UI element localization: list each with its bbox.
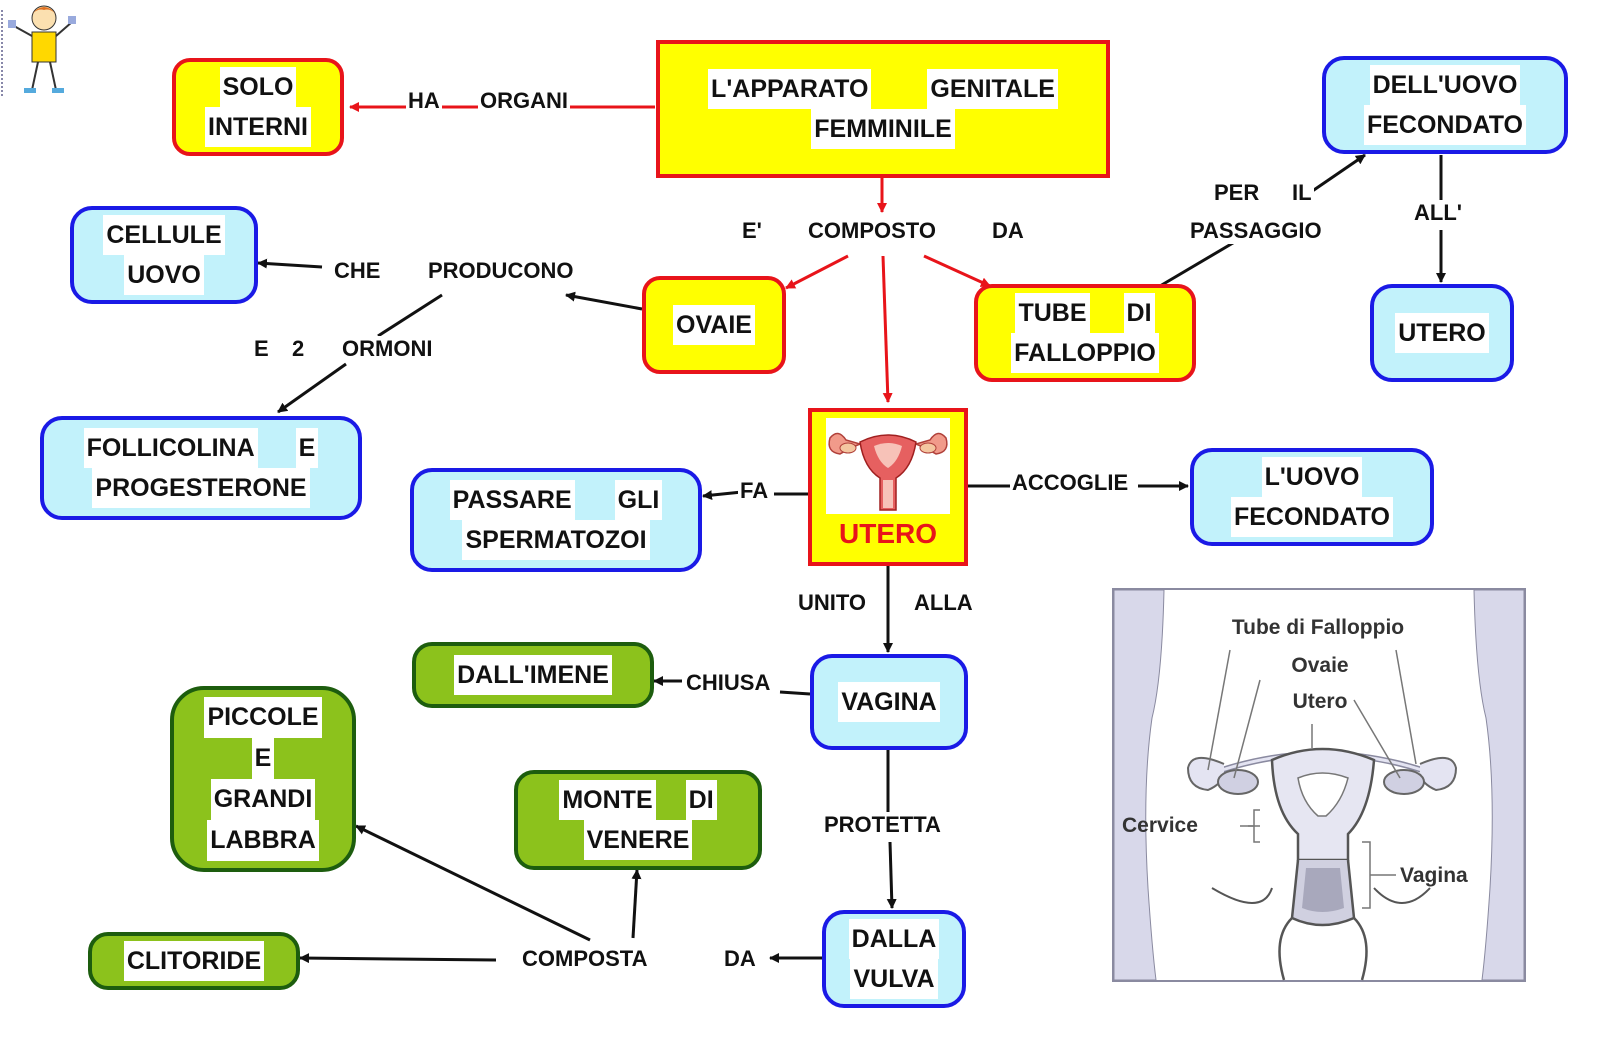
link-e-apos: E' — [740, 218, 764, 244]
figure-label-vagina: Vagina — [1400, 864, 1468, 887]
node-apparato-genitale: L'APPARATO GENITALE FEMMINILE — [656, 40, 1110, 178]
link-per: PER — [1212, 180, 1262, 206]
imene-label: DALL'IMENE — [454, 655, 612, 695]
node-ovaie: OVAIE — [642, 276, 786, 374]
link-da-top: DA — [990, 218, 1026, 244]
link-passaggio: PASSAGGIO — [1188, 218, 1324, 244]
tube-word-1: TUBE — [1015, 293, 1090, 333]
link-chiusa: CHIUSA — [684, 670, 773, 696]
vagina-label: VAGINA — [838, 682, 940, 722]
link-accoglie: ACCOGLIE — [1010, 470, 1131, 496]
labbra-word-1: PICCOLE — [204, 697, 322, 738]
node-solo-interni: SOLO INTERNI — [172, 58, 344, 156]
clitoride-label: CLITORIDE — [123, 941, 265, 981]
edge-composta-monte — [631, 869, 642, 939]
node-piccole-grandi-labbra: PICCOLE E GRANDI LABBRA — [170, 686, 356, 872]
uterus-illustration-icon — [826, 418, 950, 514]
node-vagina: VAGINA — [810, 654, 968, 750]
ovaie-label: OVAIE — [673, 305, 755, 345]
figure-label-ovaie: Ovaie — [1291, 654, 1348, 677]
link-2: 2 — [290, 336, 307, 362]
vulva-word-2: VULVA — [850, 959, 938, 999]
luovo-word-1: L'UOVO — [1261, 457, 1363, 497]
edge-vagina-chiusa — [779, 690, 811, 696]
link-il: IL — [1290, 180, 1314, 206]
node-monte-di-venere: MONTE DI VENERE — [514, 770, 762, 870]
utero-center-label: UTERO — [839, 518, 937, 549]
labbra-word-2: E — [251, 738, 275, 779]
tube-word-2: DI — [1123, 293, 1155, 333]
figure-label-utero: Utero — [1293, 690, 1348, 713]
node-cellule-uovo: CELLULE UOVO — [70, 206, 258, 304]
monte-word-2: DI — [685, 780, 717, 820]
passare-word-3: SPERMATOZOI — [462, 520, 650, 560]
edge-composto-tube — [923, 254, 991, 288]
node-dall-imene: DALL'IMENE — [412, 642, 654, 708]
edge-producono-ormoni — [377, 293, 443, 338]
follicolina-word-1: FOLLICOLINA — [83, 428, 258, 468]
edge-fa-passare — [702, 490, 743, 501]
edge-composto-utero — [881, 255, 893, 403]
node-dalla-vulva: DALLA VULVA — [822, 910, 966, 1008]
link-ormoni: ORMONI — [340, 336, 435, 362]
node-follicolina-progesterone: FOLLICOLINA E PROGESTERONE — [40, 416, 362, 520]
cellule-word-2: UOVO — [124, 255, 204, 295]
node-clitoride: CLITORIDE — [88, 932, 300, 990]
link-unito: UNITO — [796, 590, 869, 616]
node-dell-uovo-fecondato: DELL'UOVO FECONDATO — [1322, 56, 1568, 154]
edge-ormoni-follicolina — [277, 362, 347, 414]
edge-composto-ovaie — [785, 254, 849, 290]
node-utero-center: UTERO — [808, 408, 968, 566]
link-producono: PRODUCONO — [426, 258, 576, 284]
node-passare-spermatozoi: PASSARE GLI SPERMATOZOI — [410, 468, 702, 572]
link-da-bottom: DA — [722, 946, 758, 972]
solo-word-2: INTERNI — [205, 107, 311, 147]
node-luovo-fecondato: L'UOVO FECONDATO — [1190, 448, 1434, 546]
link-composto: COMPOSTO — [806, 218, 938, 244]
link-e: E — [252, 336, 271, 362]
node-utero-top: UTERO — [1370, 284, 1514, 382]
main-word-3: FEMMINILE — [811, 109, 955, 149]
delluovo-word-2: FECONDATO — [1363, 105, 1527, 145]
link-all: ALL' — [1412, 200, 1464, 226]
follicolina-word-3: PROGESTERONE — [92, 468, 310, 508]
solo-word-1: SOLO — [219, 67, 297, 107]
passare-word-2: GLI — [614, 480, 663, 520]
luovo-word-2: FECONDATO — [1230, 497, 1394, 537]
monte-word-1: MONTE — [559, 780, 656, 820]
cellule-word-1: CELLULE — [103, 215, 225, 255]
edge-per-dell-uovo — [1307, 153, 1366, 196]
link-ha: HA — [406, 88, 442, 114]
figure-label-tube: Tube di Falloppio — [1232, 616, 1404, 639]
link-che: CHE — [332, 258, 383, 284]
edge-che-cellule — [257, 258, 323, 269]
vulva-word-1: DALLA — [848, 919, 940, 959]
labbra-word-3: GRANDI — [210, 779, 316, 820]
delluovo-word-1: DELL'UOVO — [1369, 65, 1521, 105]
edge-protetta-vulva — [886, 841, 897, 909]
follicolina-word-2: E — [295, 428, 319, 468]
main-word-2: GENITALE — [927, 69, 1058, 109]
edge-composta-labbra — [355, 824, 591, 942]
mascot-logo-icon — [1, 5, 76, 96]
link-organi: ORGANI — [478, 88, 570, 114]
monte-word-3: VENERE — [583, 820, 693, 860]
link-fa: FA — [738, 478, 771, 504]
uterus-anatomy-figure: Tube di Falloppio Ovaie Utero Cervice Va… — [1112, 588, 1526, 982]
figure-label-cervice: Cervice — [1122, 814, 1198, 837]
node-tube-di-falloppio: TUBE DI FALLOPPIO — [974, 284, 1196, 382]
link-protetta: PROTETTA — [822, 812, 943, 838]
edge-ovaie-producono — [565, 291, 643, 311]
link-composta: COMPOSTA — [520, 946, 650, 972]
edge-tube-passaggio — [1159, 238, 1239, 288]
edge-composta-clitoride — [299, 953, 497, 964]
passare-word-1: PASSARE — [449, 480, 575, 520]
tube-word-3: FALLOPPIO — [1011, 333, 1159, 373]
utero-top-label: UTERO — [1395, 313, 1489, 353]
main-word-1: L'APPARATO — [708, 69, 872, 109]
link-alla: ALLA — [912, 590, 975, 616]
labbra-word-4: LABBRA — [207, 820, 319, 861]
